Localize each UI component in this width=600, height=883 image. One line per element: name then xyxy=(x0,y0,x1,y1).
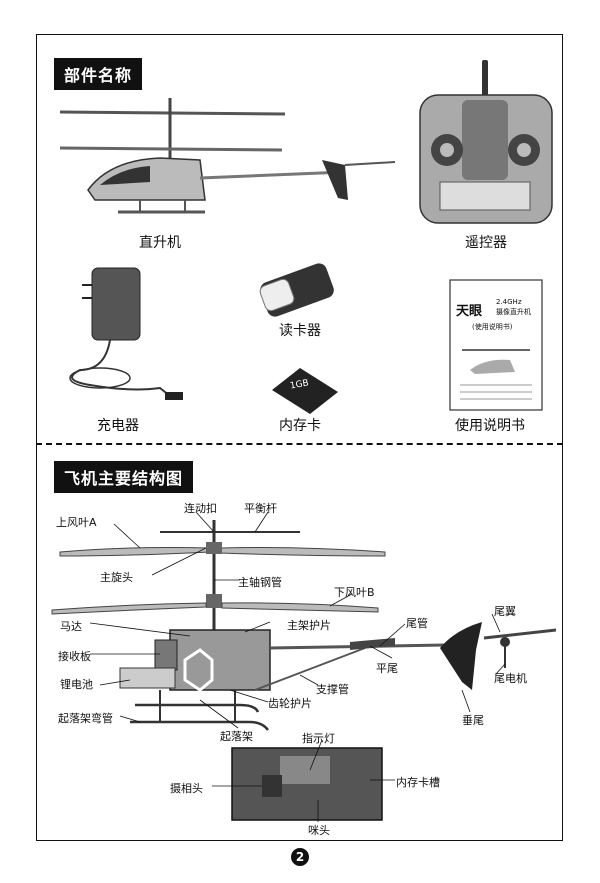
caption-card-reader: 读卡器 xyxy=(279,323,321,339)
structure-section-title: 飞机主要结构图 xyxy=(54,461,194,493)
label-camera: 摄相头 xyxy=(170,782,203,795)
caption-remote: 遥控器 xyxy=(465,235,507,251)
helicopter-illustration xyxy=(59,98,396,214)
label-skid-bend: 起落架弯管 xyxy=(58,712,113,725)
label-tail-fin: 尾翼 xyxy=(494,605,516,618)
label-indicator: 指示灯 xyxy=(302,732,335,745)
charger-illustration xyxy=(69,267,183,400)
caption-manual: 使用说明书 xyxy=(455,418,525,434)
manual-brand: 天眼 xyxy=(456,304,483,319)
label-support-pipe: 支撑管 xyxy=(316,683,349,696)
manual-subtitle: 摄像直升机 xyxy=(496,308,531,316)
caption-helicopter: 直升机 xyxy=(139,235,181,251)
label-tail-pipe: 尾管 xyxy=(406,617,428,630)
memory-card-illustration xyxy=(272,368,338,414)
label-tail-motor: 尾电机 xyxy=(494,672,527,685)
section-divider xyxy=(36,443,563,445)
caption-memory-card: 内存卡 xyxy=(279,418,321,434)
label-landing-gear: 起落架 xyxy=(220,730,253,743)
remote-illustration xyxy=(419,60,553,224)
label-rotor-head: 主旋头 xyxy=(100,571,133,584)
label-card-slot: 内存卡槽 xyxy=(396,776,440,789)
label-balance-bar: 平衡杆 xyxy=(244,502,277,515)
manual-note: (使用说明书) xyxy=(472,323,513,331)
label-main-frame: 主架护片 xyxy=(287,619,331,632)
page-frame xyxy=(36,34,563,841)
label-microphone: 咪头 xyxy=(308,824,330,837)
caption-charger: 充电器 xyxy=(97,418,139,434)
page-number: 2 xyxy=(291,848,309,866)
label-receiver: 接收板 xyxy=(58,650,91,663)
label-battery: 锂电池 xyxy=(60,678,93,691)
label-link-buckle: 连动扣 xyxy=(184,502,217,515)
parts-section-title: 部件名称 xyxy=(54,58,143,90)
label-upper-blade: 上风叶A xyxy=(56,516,97,529)
label-motor: 马达 xyxy=(60,620,82,633)
card-reader-illustration xyxy=(259,263,334,317)
manual-illustration xyxy=(449,279,543,411)
label-gear-guard: 齿轮护片 xyxy=(268,697,312,710)
label-lower-blade: 下风叶B xyxy=(334,586,375,599)
label-main-shaft: 主轴钢管 xyxy=(238,576,282,589)
label-horizontal-tail: 平尾 xyxy=(376,662,398,675)
manual-tag: 2.4GHz xyxy=(496,298,522,306)
label-vertical-tail: 垂尾 xyxy=(462,714,484,727)
